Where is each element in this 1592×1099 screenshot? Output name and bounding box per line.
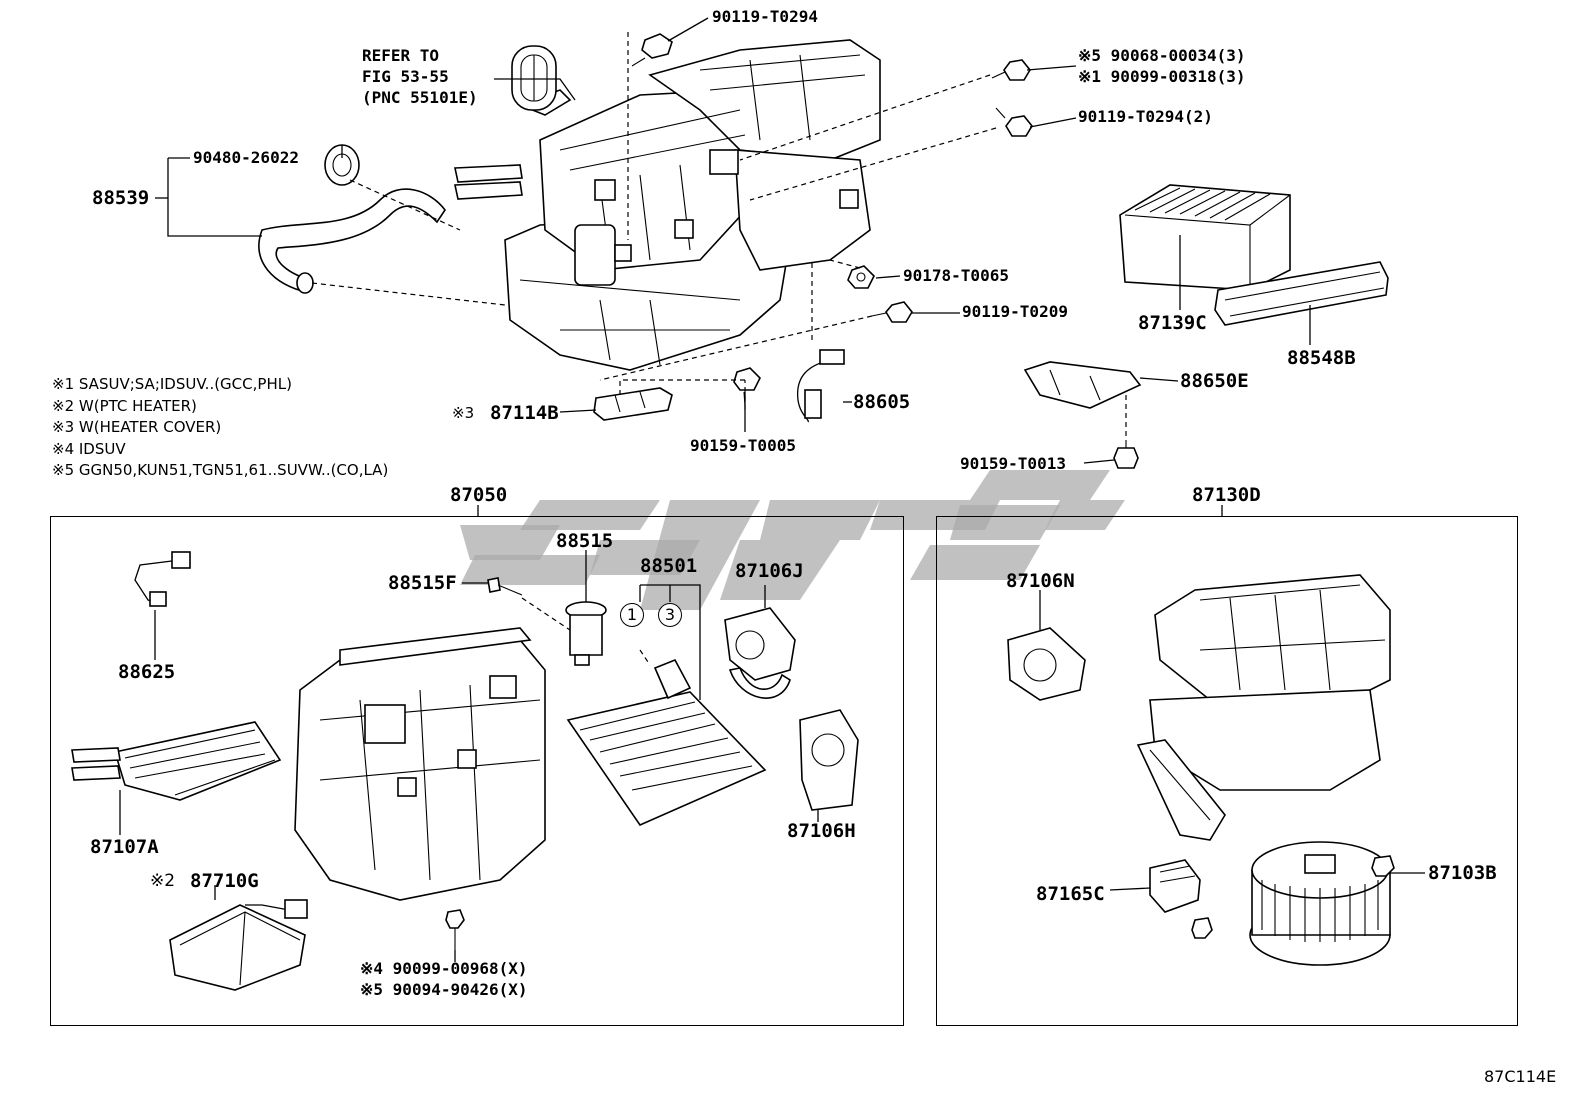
part-label-bolt-bottom[interactable]: 90159-T0005 (690, 436, 796, 455)
right-box-title[interactable]: 87130D (1192, 484, 1261, 506)
heater-case-icon (294, 627, 546, 901)
part-label-hose[interactable]: 88539 (92, 187, 150, 209)
servo-n-icon (1007, 627, 1086, 701)
part-label-bolt-top[interactable]: 90119-T0294 (712, 7, 818, 26)
screw-icon (445, 909, 465, 950)
bolt-icon (631, 33, 673, 67)
nut-icon (847, 265, 875, 289)
refer-line-2: FIG 53-55 (362, 67, 449, 86)
note-3: ※3 W(HEATER COVER) (52, 418, 222, 436)
bolt-icon (871, 301, 913, 323)
part-label-evaporator[interactable]: 88501 (640, 555, 698, 577)
resistor-icon (1149, 859, 1201, 913)
part-label-bolt-sensor[interactable]: 90159-T0013 (960, 454, 1066, 473)
evaporator-icon (566, 658, 767, 826)
sensor-bracket-icon (1023, 361, 1142, 409)
servo-h-icon (799, 709, 859, 811)
left-box-title[interactable]: 87050 (450, 484, 508, 506)
circle-note-3: 3 (658, 603, 682, 627)
servo-j-icon (724, 607, 796, 699)
part-label-heater-core[interactable]: 87107A (90, 836, 159, 858)
cabin-filter-icon (1119, 184, 1291, 291)
bolt-icon (991, 59, 1031, 81)
note-5: ※5 GGN50,KUN51,TGN51,61..SUVW..(CO,LA) (52, 461, 389, 479)
part-label-screw-2[interactable]: ※5 90094-90426(X) (360, 980, 528, 999)
part-label-harness[interactable]: 88605 (853, 391, 911, 413)
note-4: ※4 IDSUV (52, 440, 126, 458)
gasket-icon (511, 45, 557, 111)
part-label-valve-bolt[interactable]: 88515F (388, 572, 457, 594)
part-label-ptc[interactable]: 87710G (190, 870, 259, 892)
part-label-cover[interactable]: 87114B (490, 402, 559, 424)
part-label-servo-j[interactable]: 87106J (735, 560, 804, 582)
cover-prefix: ※3 (452, 404, 475, 422)
part-label-blower-motor[interactable]: 87103B (1428, 862, 1497, 884)
right-assembly-box (936, 516, 1518, 1026)
bolt-icon (733, 367, 761, 407)
refer-line-3: (PNC 55101E) (362, 88, 478, 107)
part-label-filter[interactable]: 87139C (1138, 312, 1207, 334)
part-label-sensor[interactable]: 88625 (118, 661, 176, 683)
drain-hose-icon (258, 188, 446, 294)
part-label-screw-1[interactable]: ※4 90099-00968(X) (360, 959, 528, 978)
part-label-bolt-r1[interactable]: ※5 90068-00034(3) (1078, 46, 1246, 65)
ptc-prefix: ※2 (150, 871, 176, 891)
part-label-servo-h[interactable]: 87106H (787, 820, 856, 842)
heater-core-icon (71, 721, 282, 801)
part-label-resistor[interactable]: 87165C (1036, 883, 1105, 905)
circle-note-1: 1 (620, 603, 644, 627)
watermark-logo (460, 470, 1125, 610)
blower-case-icon (1136, 574, 1391, 841)
refer-line-1: REFER TO (362, 46, 440, 65)
temperature-sensor-icon (134, 551, 191, 607)
blower-motor-icon (1249, 841, 1391, 966)
expansion-valve-icon (565, 601, 607, 666)
left-assembly-box (50, 516, 904, 1026)
part-label-sensor-bracket[interactable]: 88650E (1180, 370, 1249, 392)
bolt-icon (1113, 440, 1139, 469)
filter-cover-icon (1214, 261, 1389, 326)
note-1: ※1 SASUV;SA;IDSUV..(GCC,PHL) (52, 375, 292, 393)
part-label-bolt-mid[interactable]: 90119-T0209 (962, 302, 1068, 321)
part-label-bolt-r3[interactable]: 90119-T0294(2) (1078, 107, 1213, 126)
ptc-heater-icon (169, 899, 308, 991)
part-label-valve[interactable]: 88515 (556, 530, 614, 552)
bolt-icon (487, 577, 523, 596)
part-label-servo-n[interactable]: 87106N (1006, 570, 1075, 592)
part-label-bolt-r2[interactable]: ※1 90099-00318(3) (1078, 67, 1246, 86)
diagram-code: 87C114E (1484, 1067, 1557, 1086)
part-label-grommet[interactable]: 90480-26022 (193, 148, 299, 167)
part-label-nut[interactable]: 90178-T0065 (903, 266, 1009, 285)
screw-icon (1371, 855, 1395, 877)
heater-cover-icon (593, 387, 673, 421)
part-label-filter-cover[interactable]: 88548B (1287, 347, 1356, 369)
note-2: ※2 W(PTC HEATER) (52, 397, 197, 415)
heater-unit-assembly (454, 39, 881, 371)
harness-icon (797, 349, 845, 423)
bolt-icon (995, 107, 1033, 137)
screw-icon (1191, 917, 1213, 939)
